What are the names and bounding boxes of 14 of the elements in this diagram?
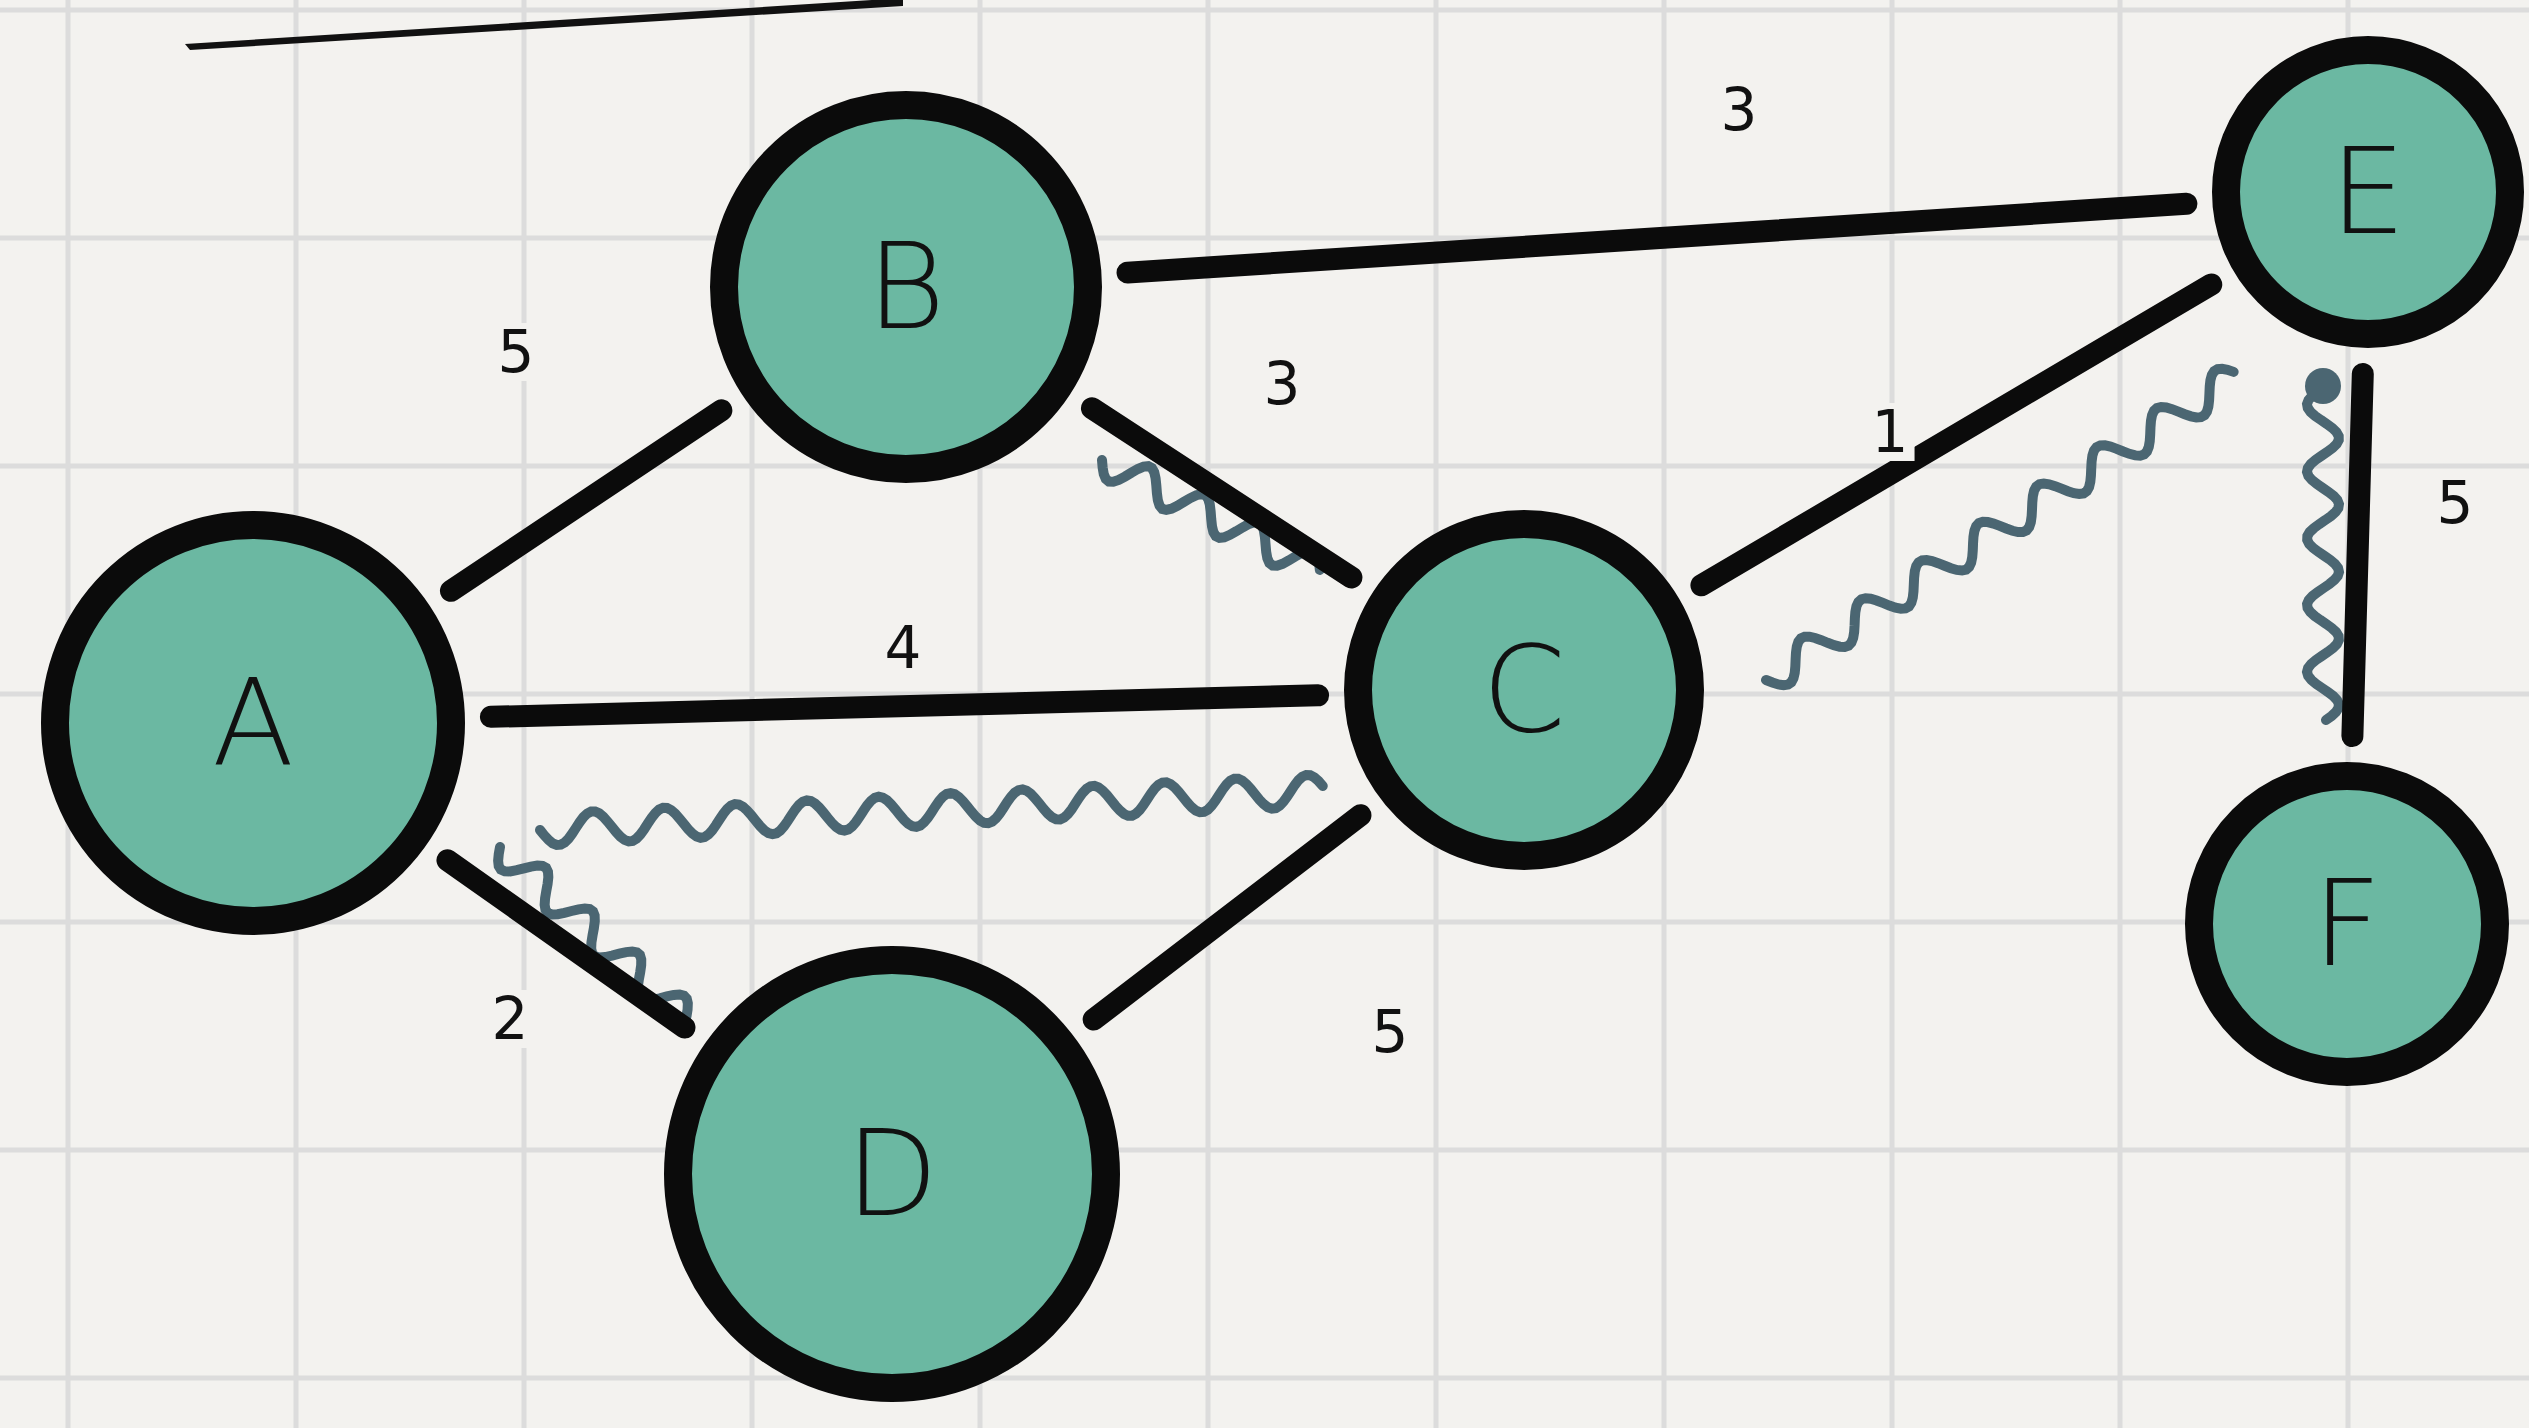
node-label: D — [845, 1114, 939, 1234]
node-label: E — [2330, 132, 2406, 252]
node-label: A — [211, 663, 295, 783]
edge-line — [479, 684, 1330, 728]
node-label: C — [1482, 630, 1566, 750]
edge-line — [1080, 397, 1363, 589]
edge-line — [436, 849, 696, 1039]
node-label: B — [866, 227, 946, 347]
edge-line — [2341, 362, 2374, 748]
edge-line — [1082, 804, 1372, 1031]
edge-line — [1116, 192, 2198, 284]
node-label: F — [2312, 864, 2382, 984]
edge-line — [439, 399, 733, 602]
edge-line — [1690, 273, 2223, 597]
